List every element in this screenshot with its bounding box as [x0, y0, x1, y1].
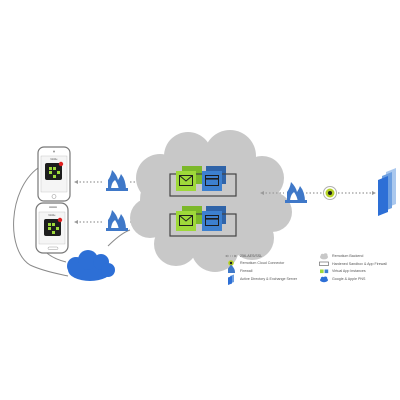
directory-server-icon	[378, 168, 396, 216]
credit-card-icon	[205, 175, 219, 186]
mail-envelope-icon	[179, 215, 193, 226]
hardened-sandbox-bottom[interactable]	[169, 206, 237, 237]
push-notification-icon	[320, 276, 328, 283]
app-logo-icon	[48, 223, 59, 234]
legend-label: Google & Apple PNS	[332, 277, 366, 281]
cloud-connector-icon	[228, 260, 234, 266]
legend-label: Remotium Backend	[332, 254, 363, 258]
cloud-connector-icon[interactable]	[323, 186, 337, 200]
firewall-icon	[106, 170, 128, 191]
legend-item: Active Directory & Exchange Server	[228, 274, 298, 285]
directory-icon	[228, 274, 234, 285]
phone-speaker-icon	[49, 206, 57, 208]
legend-label: Virtual App Instances	[332, 269, 366, 273]
phone-label: Mobile	[50, 158, 58, 161]
legend-item: Google & Apple PNS	[320, 276, 366, 283]
firewall-icon	[228, 264, 235, 273]
legend-label: Hardened Sandbox & App Firewall	[332, 262, 387, 266]
legend-label: Firewall	[240, 269, 253, 273]
legend: 256-AES/SSL Remotium Cloud Connector Fir…	[225, 253, 387, 285]
bottom-phone[interactable]: Mobile	[35, 202, 69, 254]
push-notification-cloud-icon	[67, 250, 115, 281]
legend-item: Hardened Sandbox & App Firewall	[319, 261, 387, 266]
firewall-icon	[285, 182, 307, 203]
cloud-to-backend-arrow	[107, 229, 131, 247]
legend-label: Remotium Cloud Connector	[240, 261, 285, 265]
legend-item: 256-AES/SSL	[225, 254, 262, 258]
sandbox-icon	[319, 261, 329, 266]
credit-card-icon	[205, 215, 219, 226]
notification-badge-icon	[57, 217, 63, 223]
legend-item: Firewall	[228, 264, 253, 273]
mail-envelope-icon	[179, 175, 193, 186]
notification-badge-icon	[58, 161, 64, 167]
phone-speaker-icon	[53, 150, 55, 153]
phone-label: Mobile	[48, 214, 56, 217]
legend-item: Remotium Backend	[320, 253, 363, 260]
link-arrowheads-right	[260, 191, 376, 195]
top-phone[interactable]: Mobile	[37, 146, 71, 202]
remotium-backend-cloud	[130, 130, 292, 272]
legend-label: Active Directory & Exchange Server	[240, 277, 298, 281]
legend-label: 256-AES/SSL	[240, 254, 262, 258]
firewall-icon	[106, 210, 128, 231]
app-logo-icon	[49, 167, 60, 178]
legend-item: Virtual App Instances	[320, 269, 366, 273]
phone-home-button-icon	[51, 194, 57, 199]
top-phone-to-cloud-curve	[13, 167, 69, 277]
encrypted-link-icon	[225, 254, 237, 258]
virtual-app-icon	[320, 269, 329, 274]
backend-cloud-icon	[320, 253, 328, 260]
phone-home-button-icon	[47, 246, 59, 250]
hardened-sandbox-top[interactable]	[169, 166, 237, 197]
legend-item: Remotium Cloud Connector	[228, 260, 285, 266]
